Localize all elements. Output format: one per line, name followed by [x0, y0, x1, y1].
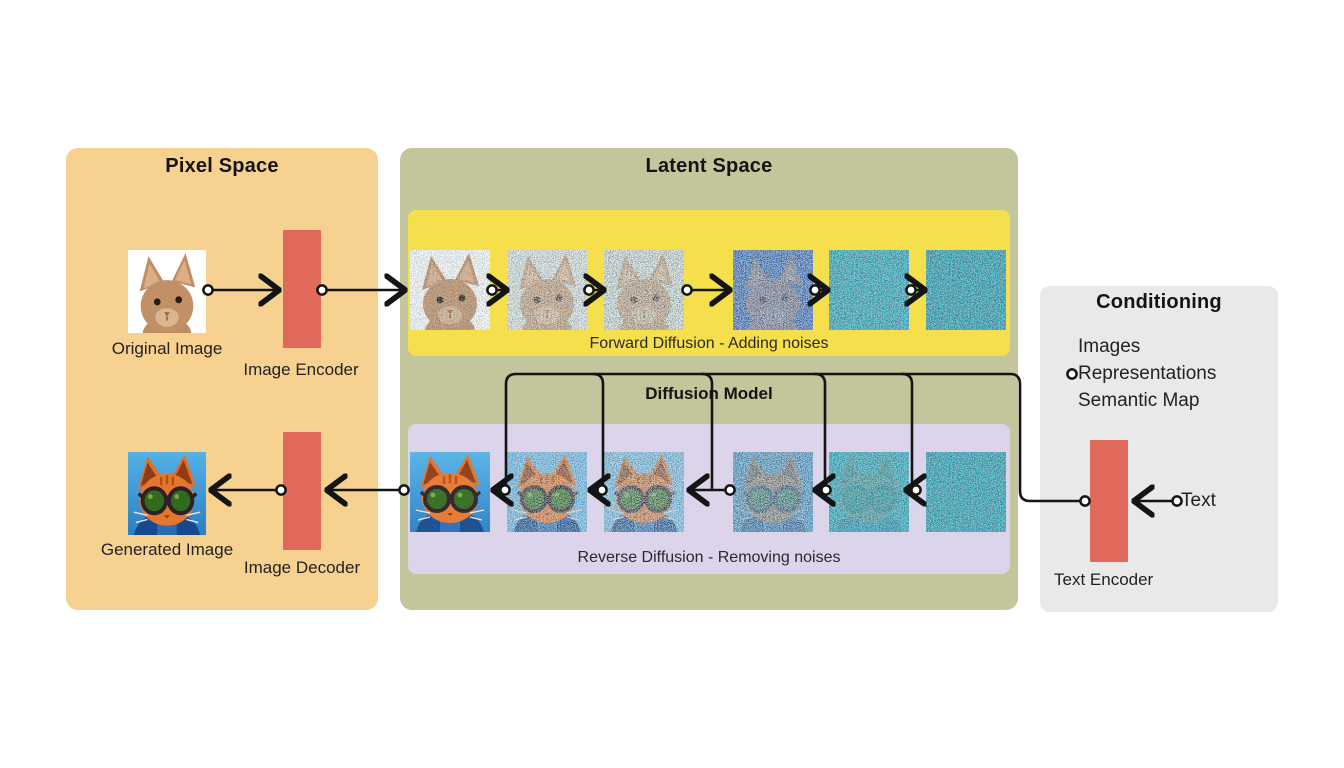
text-encoder-label: Text Encoder: [1054, 570, 1154, 589]
image-encoder-label: Image Encoder: [243, 360, 359, 379]
diffusion-model-label: Diffusion Model: [645, 384, 773, 403]
latent-space-title: Latent Space: [645, 155, 773, 177]
conditioning-item-semantic-map: Semantic Map: [1078, 390, 1200, 411]
conditioning-item-images: Images: [1078, 336, 1141, 357]
conditioning-title: Conditioning: [1096, 291, 1222, 313]
reverse-step-2: [507, 452, 587, 532]
forward-step-4: [733, 250, 813, 330]
reverse-diffusion-label: Reverse Diffusion - Removing noises: [577, 549, 841, 566]
image-decoder-block: [283, 432, 321, 550]
reverse-step-1: [410, 452, 490, 532]
image-encoder-block: [283, 230, 321, 348]
forward-step-5: [829, 250, 909, 330]
forward-diffusion-label: Forward Diffusion - Adding noises: [589, 335, 829, 352]
pixel-space-title: Pixel Space: [165, 155, 279, 177]
text-encoder-block: [1090, 440, 1128, 562]
conditioning-panel: [1040, 286, 1278, 612]
generated-image: [128, 452, 206, 535]
conditioning-item-representations: Representations: [1078, 363, 1217, 384]
forward-step-2: [507, 250, 587, 330]
original-image-label: Original Image: [111, 339, 223, 358]
reverse-step-3: [604, 452, 684, 532]
image-decoder-label: Image Decoder: [243, 558, 361, 577]
original-image: [128, 250, 206, 333]
forward-step-1: [410, 250, 490, 330]
text-input-label: Text: [1181, 490, 1216, 511]
reverse-step-4: [733, 452, 813, 532]
pixel-space-panel: [66, 148, 378, 610]
reverse-step-6: [926, 452, 1006, 532]
forward-step-3: [604, 250, 684, 330]
reverse-step-5: [829, 452, 909, 532]
forward-step-6: [926, 250, 1006, 330]
generated-image-label: Generated Image: [100, 540, 234, 559]
